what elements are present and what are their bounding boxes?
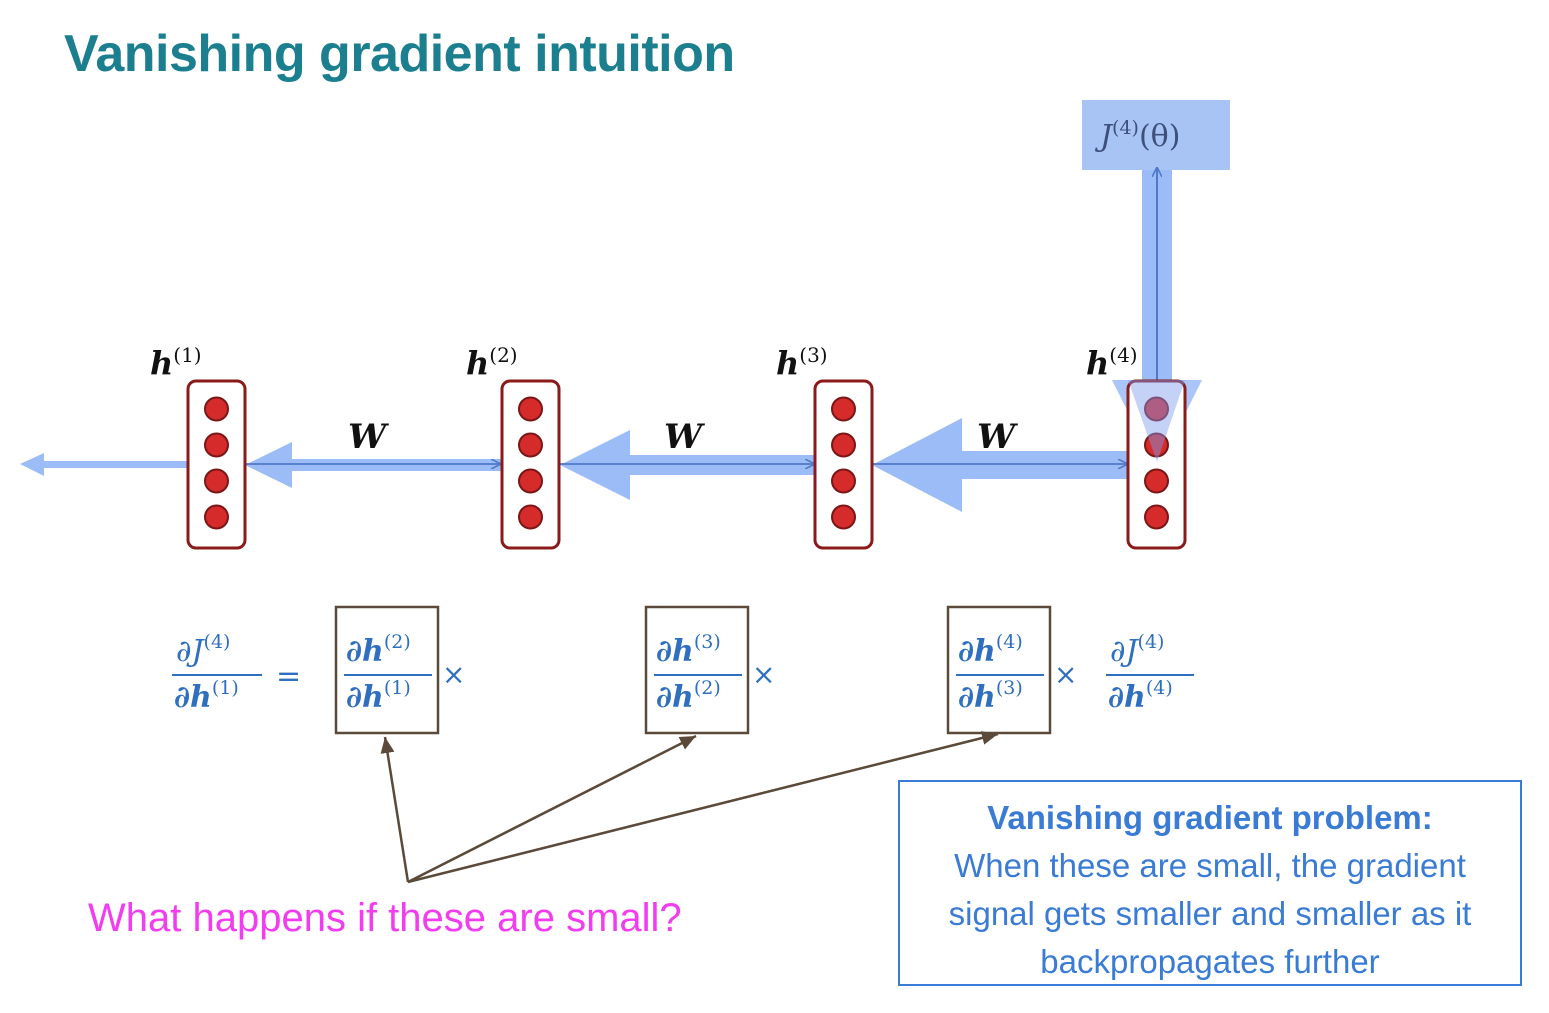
lhs-numerator: ∂J(4)	[176, 631, 230, 669]
factor-3-denominator: ∂h(3)	[958, 677, 1023, 715]
pointer-arrow-1	[380, 736, 410, 883]
lhs-denominator: ∂h(1)	[174, 677, 239, 715]
equals-sign: =	[276, 659, 301, 694]
pointer-arrow-2	[407, 734, 697, 884]
factor-1-denominator: ∂h(1)	[346, 677, 411, 715]
callout-box: Vanishing gradient problem: When these a…	[898, 780, 1522, 986]
hidden-state-label-3: h(3)	[776, 343, 828, 382]
factor-2-numerator: ∂h(3)	[656, 631, 721, 669]
factor-box-1	[334, 605, 440, 735]
hidden-state-2	[500, 379, 561, 550]
last-numerator: ∂J(4)	[1110, 631, 1164, 669]
gradient-arrow-1	[245, 442, 502, 488]
slide-title: Vanishing gradient intuition	[64, 25, 735, 83]
factor-box-3	[946, 605, 1052, 735]
gradient-arrow-3	[872, 418, 1130, 512]
hidden-state-4	[1126, 379, 1187, 550]
callout-line-1: When these are small, the gradient	[954, 847, 1466, 884]
times-2: ×	[752, 658, 775, 691]
callout-heading: Vanishing gradient problem:	[987, 799, 1433, 836]
factor-2-denominator: ∂h(2)	[656, 677, 721, 715]
gradient-arrow-2	[560, 430, 816, 500]
question-text: What happens if these are small?	[88, 896, 682, 940]
factor-box-2	[644, 605, 750, 735]
weight-label-3: W	[977, 417, 1018, 457]
gradient-arrow-0	[20, 453, 190, 476]
factor-3-numerator: ∂h(4)	[958, 631, 1023, 669]
callout-line-2: signal gets smaller and smaller as it	[948, 895, 1472, 932]
hidden-state-label-4: h(4)	[1086, 343, 1138, 382]
hidden-state-label-1: h(1)	[150, 343, 202, 382]
pointer-arrows	[380, 731, 999, 884]
hidden-state-1	[186, 379, 247, 550]
hidden-state-label-2: h(2)	[466, 343, 518, 382]
callout-line-3: backpropagates further	[1040, 943, 1380, 980]
pointer-arrow-3	[407, 731, 999, 884]
weight-label-1: W	[348, 417, 389, 457]
times-1: ×	[442, 658, 465, 691]
hidden-state-3	[813, 379, 874, 550]
gradient-arrow-overlay	[1128, 380, 1185, 462]
equation: ∂J(4) ∂h(1) = ∂h(2) ∂h(1) × ∂h(3) ∂h(2) …	[172, 605, 1194, 735]
factor-1-numerator: ∂h(2)	[346, 631, 411, 669]
times-3: ×	[1054, 658, 1077, 691]
last-denominator: ∂h(4)	[1108, 677, 1173, 715]
weight-label-2: W	[664, 417, 705, 457]
loss-box: J(4)(θ)	[1082, 100, 1230, 170]
